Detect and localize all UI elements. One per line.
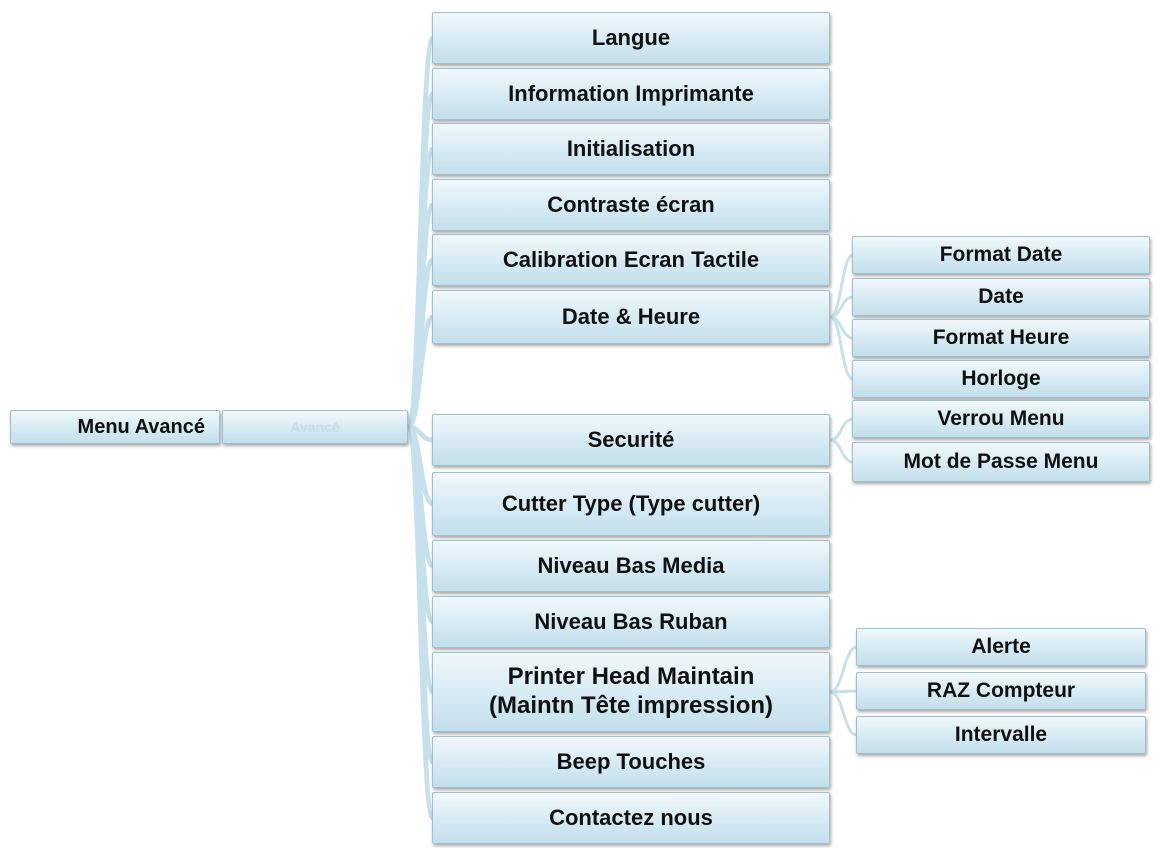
submenu-item-mot-de-passe-menu[interactable]: Mot de Passe Menu [852, 442, 1150, 482]
submenu-item-date[interactable]: Date [852, 278, 1150, 316]
submenu-item-horloge[interactable]: Horloge [852, 360, 1150, 398]
menu-item-niveau-bas-media[interactable]: Niveau Bas Media [432, 540, 830, 592]
root-node-menu-avance[interactable]: Menu Avancé [10, 410, 220, 444]
menu-item-printer-head-maintain[interactable]: Printer Head Maintain (Maintn Tête impre… [432, 652, 830, 732]
menu-item-label: Beep Touches [556, 749, 706, 775]
menu-item-beep-touches[interactable]: Beep Touches [432, 736, 830, 788]
menu-item-label: Niveau Bas Media [537, 553, 725, 579]
menu-item-cutter-type[interactable]: Cutter Type (Type cutter) [432, 472, 830, 536]
menu-item-label: Initialisation [566, 136, 696, 162]
submenu-item-raz-compteur[interactable]: RAZ Compteur [856, 672, 1146, 710]
menu-item-date-heure[interactable]: Date & Heure [432, 290, 830, 344]
connector-line [405, 314, 436, 430]
connector-line [828, 417, 855, 442]
menu-item-contraste-ecran[interactable]: Contraste écran [432, 179, 830, 231]
menu-item-label: Printer Head Maintain (Maintn Tête impre… [488, 663, 774, 719]
submenu-item-label: Mot de Passe Menu [903, 449, 1099, 473]
connector-line [828, 315, 855, 381]
submenu-item-label: RAZ Compteur [926, 678, 1076, 702]
menu-item-label: Niveau Bas Ruban [534, 609, 728, 635]
menu-item-calibration-ecran-tactile[interactable]: Calibration Ecran Tactile [432, 234, 830, 286]
submenu-item-alerte[interactable]: Alerte [856, 628, 1146, 666]
submenu-item-verrou-menu[interactable]: Verrou Menu [852, 400, 1150, 438]
menu-item-label: Cutter Type (Type cutter) [501, 491, 761, 517]
menu-item-securite[interactable]: Securité [432, 414, 830, 466]
menu-item-label: Contactez nous [549, 805, 713, 831]
connector-line [828, 438, 855, 464]
submenu-item-label: Date [978, 284, 1024, 308]
menu-item-niveau-bas-ruban[interactable]: Niveau Bas Ruban [432, 596, 830, 648]
menu-item-label: Langue [591, 25, 671, 51]
submenu-item-format-heure[interactable]: Format Heure [852, 319, 1150, 357]
bridge-label: Avancé [290, 418, 340, 435]
menu-item-information-imprimante[interactable]: Information Imprimante [432, 68, 830, 120]
submenu-item-label: Verrou Menu [937, 406, 1065, 430]
submenu-item-intervalle[interactable]: Intervalle [856, 716, 1146, 754]
connector-line [828, 645, 859, 694]
menu-item-initialisation[interactable]: Initialisation [432, 123, 830, 175]
submenu-item-label: Format Heure [932, 325, 1070, 349]
menu-item-langue[interactable]: Langue [432, 12, 830, 64]
menu-item-label: Information Imprimante [508, 81, 754, 107]
root-label: Menu Avancé [77, 415, 205, 438]
menu-item-label: Date & Heure [561, 304, 701, 330]
connector-line [405, 424, 436, 821]
menu-item-label: Contraste écran [547, 192, 715, 218]
submenu-item-label: Format Date [939, 242, 1063, 266]
menu-item-label: Calibration Ecran Tactile [502, 247, 760, 273]
connector-line [828, 690, 859, 737]
submenu-item-label: Intervalle [954, 722, 1048, 746]
bridge-node: Avancé [222, 410, 408, 444]
submenu-item-label: Horloge [961, 366, 1041, 390]
menu-item-label: Securité [587, 427, 675, 453]
submenu-item-label: Alerte [971, 634, 1031, 658]
submenu-item-format-date[interactable]: Format Date [852, 236, 1150, 274]
menu-item-contactez-nous[interactable]: Contactez nous [432, 792, 830, 844]
